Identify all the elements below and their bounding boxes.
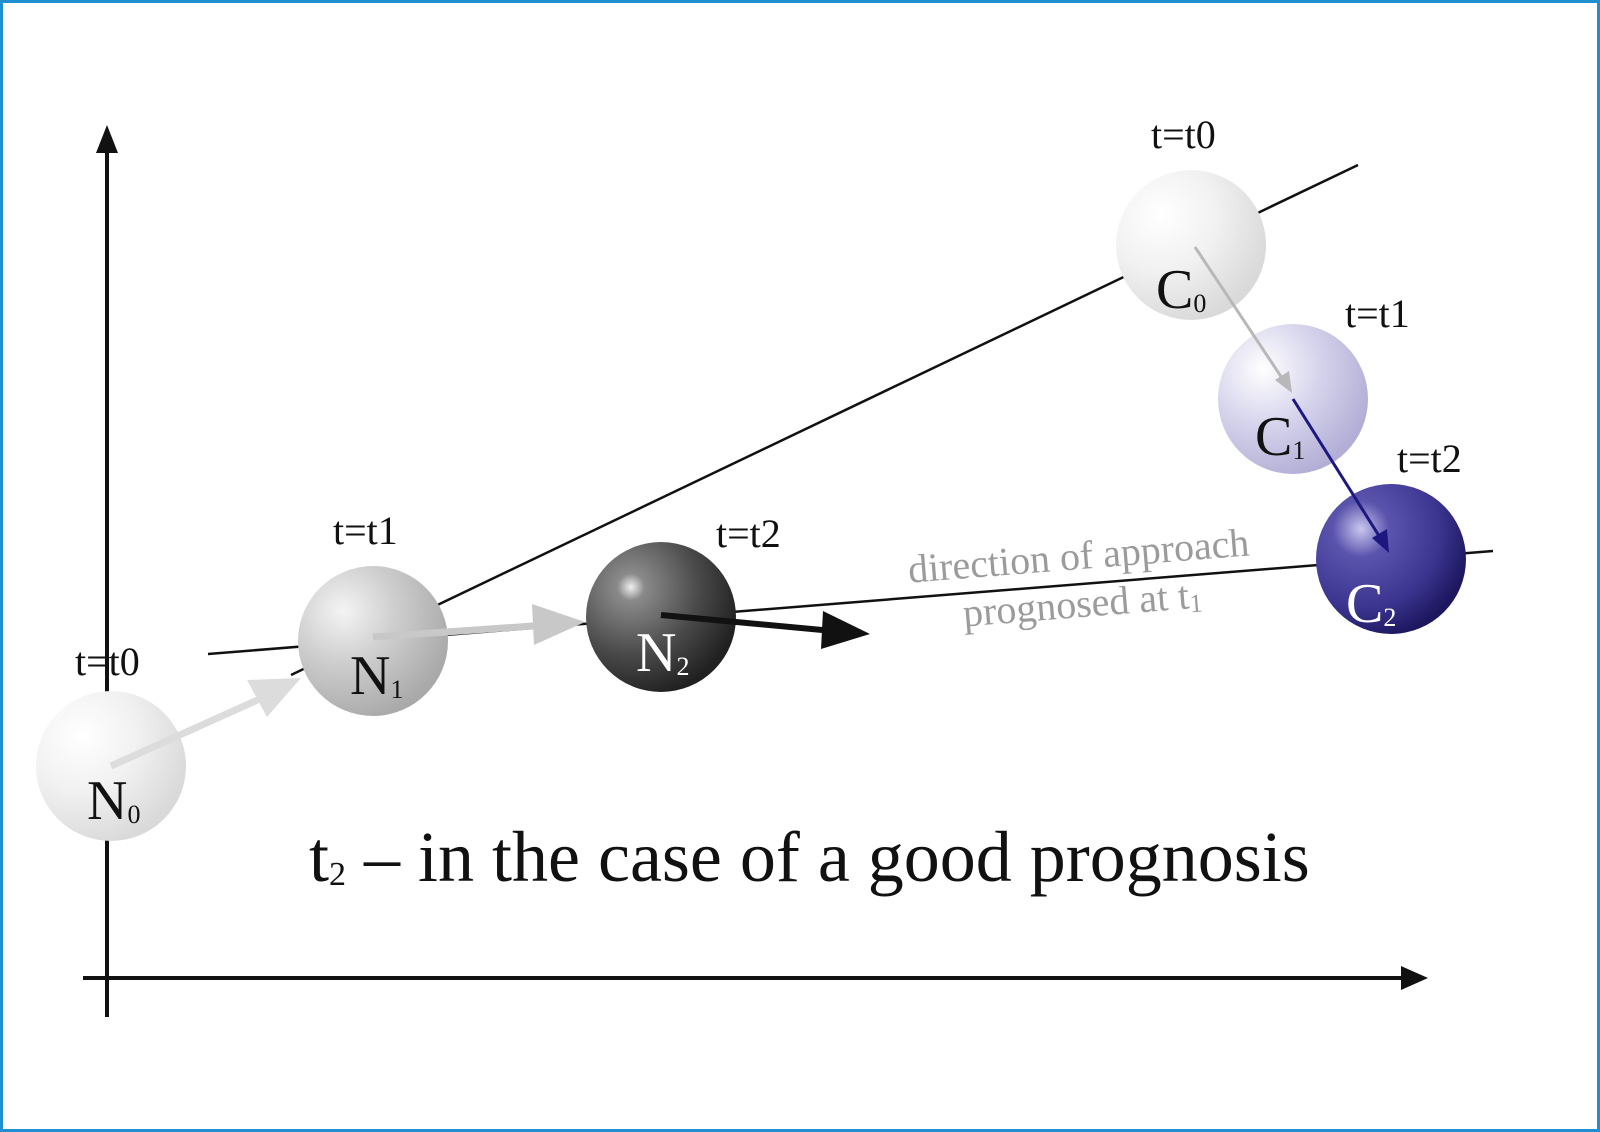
arrow-c0-c1-head	[1275, 371, 1292, 393]
label-c0: C0	[1156, 259, 1206, 321]
label-n2: N2	[636, 622, 689, 684]
arrow-n2-head	[821, 611, 870, 649]
y-axis-arrowhead	[96, 125, 118, 153]
label-c2: C2	[1346, 573, 1396, 635]
time-label-n0: t=t0	[75, 639, 140, 684]
caption: t2 – in the case of a good prognosis	[309, 817, 1310, 897]
label-n0: N0	[87, 770, 140, 832]
arrow-n0-n1-head	[247, 678, 301, 717]
ball-n1	[298, 566, 448, 716]
ball-c2	[1316, 484, 1466, 634]
time-label-n2: t=t2	[716, 511, 781, 556]
arrow-n0-n1-shaft	[109, 689, 275, 770]
arrow-c1-c2-shaft	[1291, 398, 1383, 540]
time-label-c0: t=t0	[1151, 112, 1216, 157]
label-n1: N1	[350, 645, 403, 707]
approach-note: direction of approach prognosed at t1	[906, 519, 1251, 635]
arrow-n2-shaft	[660, 612, 834, 634]
arrow-c1-c2-head	[1372, 529, 1389, 553]
time-label-c2: t=t2	[1397, 436, 1462, 481]
diagram-canvas: N0 N1 N2 C0 C1 C2 t=t0 t=t1 t=t2 t=t0 t=…	[36, 112, 1494, 1017]
time-label-c1: t=t1	[1345, 291, 1410, 336]
label-c1: C1	[1255, 406, 1305, 468]
time-label-n1: t=t1	[333, 508, 398, 553]
x-axis-arrowhead	[1401, 966, 1428, 990]
arrow-c0-c1-shaft	[1193, 246, 1286, 382]
ball-c0	[1116, 170, 1266, 320]
arrow-n1-n2-shaft	[372, 621, 549, 641]
arrow-n1-n2-head	[532, 604, 585, 645]
